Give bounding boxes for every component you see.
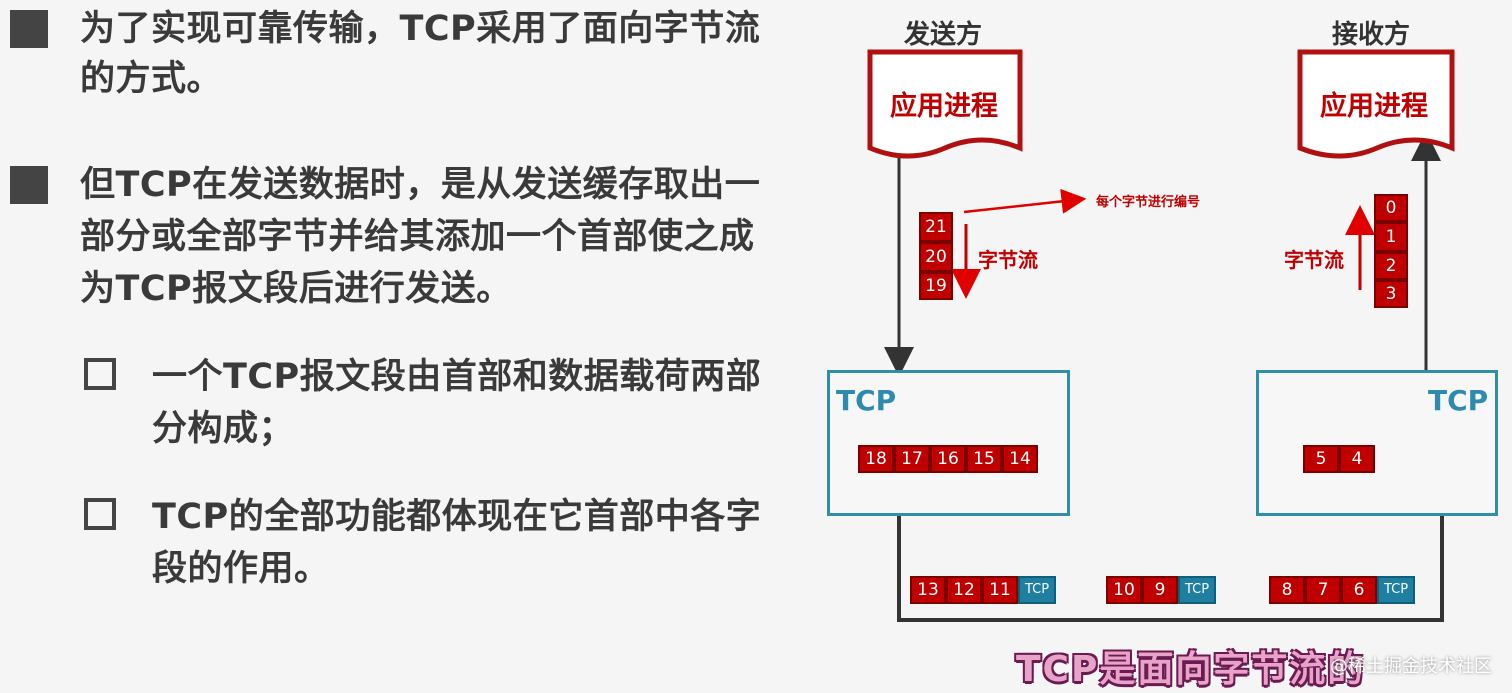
receiver-tcp-box <box>1256 370 1498 516</box>
segment-1-byte: 13 <box>910 576 946 604</box>
receiver-stream-byte: 0 <box>1374 194 1408 222</box>
receiver-buffer-byte: 5 <box>1303 445 1339 473</box>
sender-buffer-byte: 16 <box>930 445 966 473</box>
segment-3-byte: 6 <box>1341 576 1377 604</box>
segment-2-byte: 10 <box>1106 576 1142 604</box>
bullet-2-line-3: 为TCP报文段后进行发送。 <box>80 269 512 309</box>
bullet-2-line-1: 但TCP在发送数据时，是从发送缓存取出一 <box>80 165 761 205</box>
receiver-app-process: 应用进程 <box>1320 91 1428 122</box>
segment-3-tcp-header: TCP <box>1377 576 1415 604</box>
sender-stream-byte: 20 <box>919 242 953 272</box>
sender-label: 发送方 <box>904 20 983 50</box>
segment-2-tcp-header: TCP <box>1178 576 1216 604</box>
bullet-1-line-1: 为了实现可靠传输，TCP采用了面向字节流 <box>80 9 761 49</box>
numbering-arrow <box>963 188 1087 214</box>
bullet-square-icon <box>10 166 48 204</box>
sender-tcp-label: TCP <box>836 384 897 417</box>
segment-1-byte: 11 <box>982 576 1018 604</box>
sender-buffer-byte: 18 <box>858 445 894 473</box>
segment-3-byte: 8 <box>1269 576 1305 604</box>
receiver-byte-stream-label: 字节流 <box>1284 248 1344 272</box>
sender-stream-byte: 19 <box>919 272 953 300</box>
sub-bullet-1-line-2: 分构成； <box>152 409 295 449</box>
sender-byte-stream-label: 字节流 <box>978 248 1038 272</box>
receiver-stream-byte: 1 <box>1374 222 1408 252</box>
sub-bullet-2-line-2: 段的作用。 <box>152 549 330 589</box>
watermark: @稀土掘金技术社区 <box>1330 656 1492 677</box>
sender-buffer-byte: 14 <box>1002 445 1038 473</box>
segment-2-byte: 9 <box>1142 576 1178 604</box>
receiver-stream-byte: 2 <box>1374 252 1408 280</box>
receiver-buffer-byte: 4 <box>1339 445 1375 473</box>
receiver-app-doc-icon <box>1297 49 1455 159</box>
receiver-tcp-label: TCP <box>1428 384 1489 417</box>
sender-app-process: 应用进程 <box>890 91 998 122</box>
sender-tcp-box <box>827 370 1070 516</box>
sender-buffer-byte: 17 <box>894 445 930 473</box>
numbering-note: 每个字节进行编号 <box>1096 195 1201 210</box>
sender-app-doc-icon <box>867 49 1023 159</box>
checkbox-bullet-icon <box>84 358 116 390</box>
bullet-1-line-2: 的方式。 <box>80 59 223 99</box>
sender-stream-byte: 21 <box>919 212 953 242</box>
sender-buffer-byte: 15 <box>966 445 1002 473</box>
checkbox-bullet-icon <box>84 498 116 530</box>
sub-bullet-2-line-1: TCP的全部功能都体现在它首部中各字 <box>152 497 762 537</box>
bullet-square-icon <box>10 10 48 48</box>
receiver-stream-byte: 3 <box>1374 280 1408 308</box>
segment-1-byte: 12 <box>946 576 982 604</box>
sub-bullet-1-line-1: 一个TCP报文段由首部和数据载荷两部 <box>152 357 762 397</box>
segment-3-byte: 7 <box>1305 576 1341 604</box>
network-path <box>897 515 1444 622</box>
receiver-label: 接收方 <box>1332 20 1411 50</box>
bullet-2-line-2: 部分或全部字节并给其添加一个首部使之成 <box>80 217 755 257</box>
caption-banner: TCP是面向字节流的 <box>1016 649 1366 690</box>
segment-1-tcp-header: TCP <box>1018 576 1056 604</box>
